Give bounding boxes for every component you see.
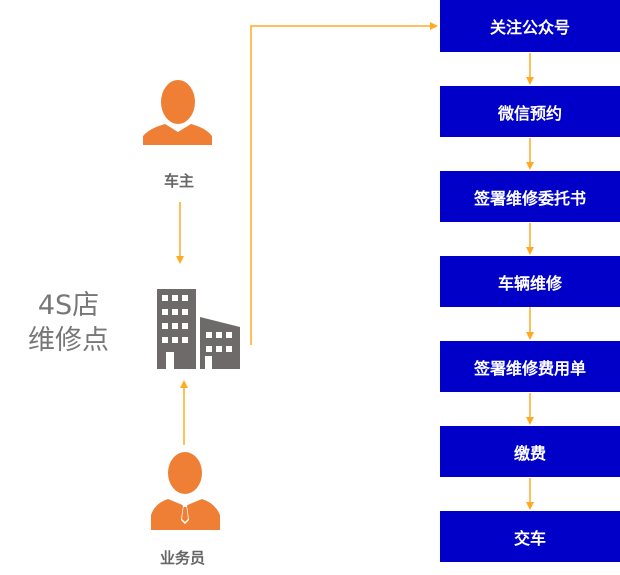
car-owner-label: 车主 [164,172,195,190]
arrow-shop-to-steps [250,22,438,345]
salesman-label: 业务员 [160,549,206,567]
shop-label-line2: 维修点 [28,325,109,356]
step-box: 缴费 [440,426,620,477]
building-icon [157,289,240,369]
step-box: 微信预约 [440,86,620,137]
step-box: 交车 [440,511,620,562]
step-box: 车辆维修 [440,256,620,307]
step-box: 签署维修委托书 [440,171,620,222]
step-box: 关注公众号 [440,0,620,52]
shop-label: 4S店 维修点 [28,288,109,358]
shop-label-line1: 4S店 [37,290,100,321]
car-owner-icon [143,80,212,145]
step-box: 签署维修费用单 [440,341,620,392]
salesman-icon [151,452,220,530]
